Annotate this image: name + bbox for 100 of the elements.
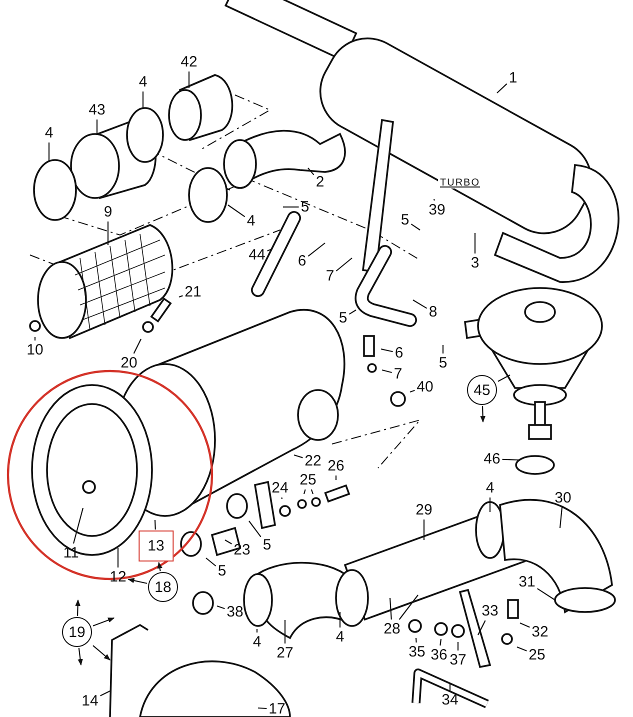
leader-line — [410, 224, 420, 230]
leader-line — [34, 337, 36, 340]
callout-number: 25 — [528, 646, 546, 664]
leader-line — [423, 520, 425, 540]
leader-line — [178, 295, 183, 298]
leader-line — [107, 222, 109, 245]
callout-number: 46 — [482, 450, 502, 468]
leader-line — [449, 683, 451, 690]
leader-line — [382, 369, 392, 374]
leader-line — [474, 233, 476, 254]
leader-line — [267, 248, 272, 252]
callout-number: 1 — [508, 70, 518, 86]
callout-number: 4 — [334, 628, 346, 646]
leader-line — [380, 348, 393, 352]
callout-number: 34 — [440, 692, 460, 708]
arrow — [128, 578, 148, 584]
leader-line — [336, 258, 352, 272]
leader-line — [96, 120, 98, 135]
callout-number: 28 — [382, 620, 402, 638]
leader-line — [348, 310, 356, 315]
callout-number: 3 — [470, 254, 480, 272]
leader-line — [335, 476, 337, 480]
callout-number: 44 — [248, 246, 266, 264]
arrow — [157, 562, 162, 572]
leader-line — [48, 142, 50, 162]
leader-line — [410, 390, 415, 393]
callout-number: 24 — [270, 480, 290, 496]
callout-number: 2 — [314, 174, 326, 190]
arrow — [75, 599, 80, 616]
callout-number: 5 — [338, 310, 348, 326]
callout-number: 4 — [246, 212, 256, 230]
callout-number: 9 — [102, 204, 114, 220]
callout-number: 17 — [268, 700, 286, 717]
callout-number: 4 — [138, 74, 148, 90]
leader-line — [117, 548, 119, 568]
callout-number: 13 — [138, 530, 174, 562]
leader-line — [283, 206, 299, 208]
leader-line — [142, 92, 144, 108]
callout-number: 6 — [296, 252, 308, 270]
leader-line — [258, 707, 267, 710]
arrow — [480, 406, 486, 423]
leader-line — [133, 338, 142, 354]
callout-number: 32 — [530, 624, 550, 640]
leader-line — [498, 374, 510, 382]
callout-number: 43 — [88, 102, 106, 118]
arrow — [92, 617, 115, 626]
leader-line — [284, 620, 286, 644]
leader-line — [442, 345, 444, 354]
callout-number: 29 — [414, 502, 434, 518]
callout-number: 22 — [304, 452, 322, 470]
leader-line — [516, 646, 527, 652]
callout-number: 35 — [408, 644, 426, 660]
callout-number: 37 — [448, 652, 468, 668]
callout-number: 19 — [62, 617, 92, 647]
leader-line — [537, 588, 556, 600]
callout-number: 39 — [428, 202, 446, 218]
callout-number: 5 — [216, 562, 228, 580]
system-label: TURBO — [438, 178, 482, 188]
callout-number: 30 — [554, 490, 572, 506]
leader-line — [308, 168, 314, 176]
callout-number: 10 — [26, 342, 44, 358]
callout-number: 18 — [148, 572, 178, 602]
leader-line — [412, 300, 428, 309]
callout-number: 7 — [324, 268, 336, 284]
arrow — [92, 645, 110, 660]
callout-number: 4 — [252, 634, 262, 650]
callout-number: 40 — [416, 378, 434, 396]
callout-number: 33 — [480, 602, 500, 620]
callout-number: 5 — [262, 536, 272, 554]
callout-number: 27 — [276, 644, 294, 662]
leader-line — [294, 454, 303, 458]
leader-line — [559, 507, 563, 528]
leader-line — [206, 558, 216, 566]
callout-number: 45 — [467, 375, 497, 405]
leader-line — [256, 629, 258, 632]
leader-line — [496, 83, 508, 94]
leader-line — [154, 520, 156, 530]
leader-line — [520, 622, 530, 628]
leader-line — [100, 690, 110, 696]
callout-number: 6 — [394, 344, 404, 362]
callout-number: 5 — [400, 212, 410, 228]
leader-line — [188, 72, 190, 88]
callout-number: 26 — [326, 458, 346, 474]
leader-line — [440, 638, 442, 646]
leader-line — [303, 489, 306, 494]
leader-line — [224, 540, 232, 544]
callout-number: 4 — [44, 124, 54, 142]
leader-line — [339, 612, 341, 628]
leader-line — [398, 594, 418, 620]
callout-number: 42 — [180, 54, 198, 70]
callout-number: 7 — [392, 366, 404, 382]
leader-line — [457, 642, 459, 650]
leader-line — [502, 458, 520, 461]
callout-number: 5 — [300, 198, 310, 216]
callout-number: 21 — [184, 284, 202, 300]
callout-number: 4 — [484, 480, 496, 496]
callout-number: 20 — [120, 354, 138, 372]
callout-number: 5 — [438, 354, 448, 372]
leader-line — [228, 204, 246, 218]
callout-number: 8 — [428, 304, 438, 320]
